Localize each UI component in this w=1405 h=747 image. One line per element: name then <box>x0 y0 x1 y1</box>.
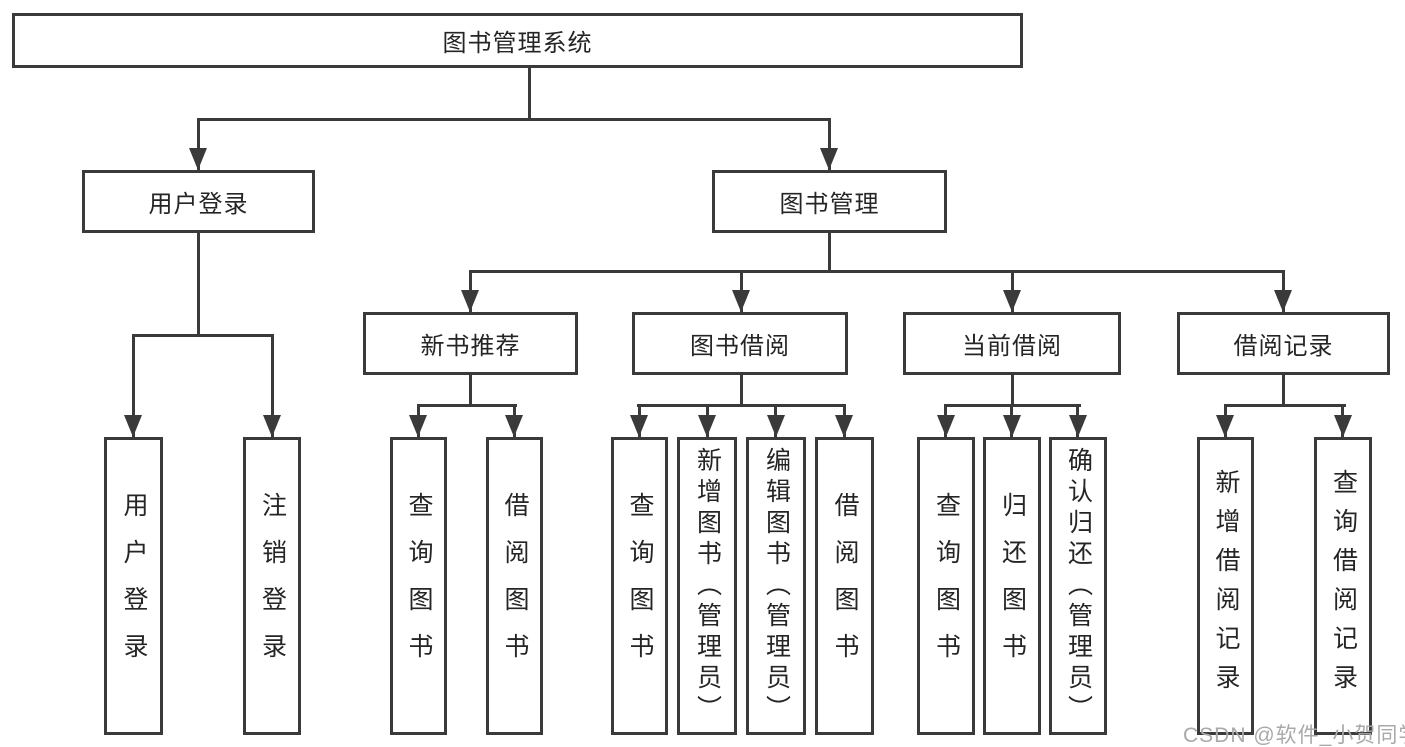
connector-line <box>469 375 472 407</box>
connector-line <box>828 118 831 170</box>
leaf-confirm-return-admin-label: 确认归还（管理员） <box>1064 446 1093 726</box>
arrow-down-icon <box>461 290 479 312</box>
arrow-down-icon <box>937 415 955 437</box>
node-user-login: 用户登录 <box>82 170 315 233</box>
watermark: CSDN @软件_小贺同学 <box>1183 724 1405 747</box>
node-current-borrowing: 当前借阅 <box>903 312 1121 375</box>
node-book-management-label: 图书管理 <box>779 191 880 218</box>
node-user-login-label: 用户登录 <box>148 191 249 218</box>
leaf-query-borrow-record: 查询借阅记录 <box>1314 437 1372 735</box>
arrow-down-icon <box>1003 415 1021 437</box>
connector-line <box>1011 375 1014 406</box>
connector-line <box>132 334 135 437</box>
node-root: 图书管理系统 <box>12 13 1023 68</box>
connector-line <box>1282 375 1285 406</box>
arrow-down-icon <box>820 148 838 170</box>
leaf-borrow-books-borrowing: 借阅图书 <box>815 437 874 735</box>
node-new-book-recommend-label: 新书推荐 <box>420 333 521 360</box>
leaf-query-books-current-label: 查询图书 <box>932 492 961 680</box>
connector-line <box>637 404 846 407</box>
connector-line <box>945 404 1081 407</box>
arrow-down-icon <box>124 415 142 437</box>
connector-line <box>271 334 274 437</box>
connector-line <box>1224 404 1346 407</box>
arrow-down-icon <box>1274 290 1292 312</box>
leaf-query-borrow-record-label: 查询借阅记录 <box>1329 469 1358 703</box>
leaf-edit-book-admin: 编辑图书（管理员） <box>746 437 806 735</box>
leaf-edit-book-admin-label: 编辑图书（管理员） <box>762 446 791 726</box>
leaf-borrow-books-borrowing-label: 借阅图书 <box>831 492 859 680</box>
node-book-borrowing: 图书借阅 <box>632 312 848 375</box>
connector-line <box>197 233 200 337</box>
connector-line <box>417 404 517 407</box>
arrow-down-icon <box>835 415 853 437</box>
connector-line <box>740 375 743 406</box>
leaf-logout-label: 注销登录 <box>258 492 287 680</box>
arrow-down-icon <box>767 415 785 437</box>
arrow-down-icon <box>698 415 716 437</box>
leaf-query-books-recommend-label: 查询图书 <box>405 492 433 680</box>
leaf-add-borrow-record: 新增借阅记录 <box>1197 437 1254 735</box>
arrow-down-icon <box>409 415 427 437</box>
connector-line <box>469 270 1285 273</box>
arrow-down-icon <box>1334 415 1352 437</box>
leaf-query-books-recommend: 查询图书 <box>390 437 447 735</box>
arrow-down-icon <box>732 290 750 312</box>
leaf-add-borrow-record-label: 新增借阅记录 <box>1212 469 1240 703</box>
node-borrow-records-label: 借阅记录 <box>1233 333 1334 360</box>
leaf-add-book-admin-label: 新增图书（管理员） <box>693 446 722 726</box>
arrow-down-icon <box>1003 290 1021 312</box>
leaf-return-books-label: 归还图书 <box>998 492 1027 680</box>
node-new-book-recommend: 新书推荐 <box>363 312 578 375</box>
leaf-user-login-label: 用户登录 <box>120 492 148 680</box>
arrow-down-icon <box>630 415 648 437</box>
node-book-management: 图书管理 <box>712 170 947 233</box>
arrow-down-icon <box>189 148 207 170</box>
leaf-query-books-borrowing-label: 查询图书 <box>626 492 654 680</box>
connector-line <box>132 334 274 337</box>
leaf-add-book-admin: 新增图书（管理员） <box>677 437 737 735</box>
connector-line <box>528 68 531 120</box>
arrow-down-icon <box>263 415 281 437</box>
leaf-borrow-books-recommend-label: 借阅图书 <box>501 492 529 680</box>
node-root-label: 图书管理系统 <box>442 30 593 57</box>
leaf-logout: 注销登录 <box>243 437 301 735</box>
leaf-query-books-current: 查询图书 <box>917 437 975 735</box>
leaf-borrow-books-recommend: 借阅图书 <box>486 437 543 735</box>
leaf-return-books: 归还图书 <box>983 437 1041 735</box>
arrow-down-icon <box>1216 415 1234 437</box>
connector-line <box>828 233 831 273</box>
leaf-query-books-borrowing: 查询图书 <box>611 437 668 735</box>
connector-line <box>197 118 200 170</box>
node-current-borrowing-label: 当前借阅 <box>962 333 1062 360</box>
node-borrow-records: 借阅记录 <box>1177 312 1390 375</box>
leaf-confirm-return-admin: 确认归还（管理员） <box>1049 437 1107 735</box>
arrow-down-icon <box>1069 415 1087 437</box>
arrow-down-icon <box>505 415 523 437</box>
connector-line <box>197 118 831 121</box>
leaf-user-login: 用户登录 <box>104 437 163 735</box>
node-book-borrowing-label: 图书借阅 <box>690 333 790 360</box>
